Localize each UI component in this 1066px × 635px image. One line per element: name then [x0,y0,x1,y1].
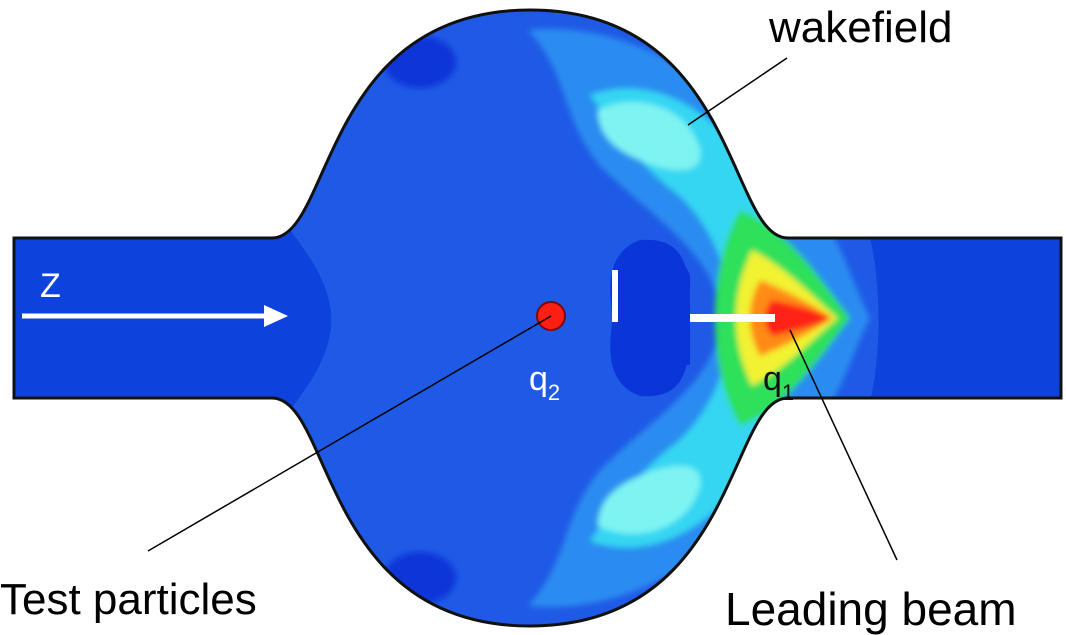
right-pipe-region [868,230,1061,410]
leading-beam-leader-line [789,329,898,561]
q1-base: q [763,360,782,398]
q2-subscript: 2 [548,380,560,405]
q2-label: q2 [529,360,560,405]
leading-beam-label: Leading beam [725,583,1017,635]
wakefield-leader-line [687,57,788,126]
cavity-outline [12,8,1063,628]
test-particles-label: Test particles [0,575,257,624]
left-pipe-region [14,230,332,410]
trailing-dark-pocket [610,239,690,397]
q2-base: q [529,360,548,398]
test-particles-leader-line [147,315,552,552]
z-axis-label: Z [40,267,61,305]
q1-label: q1 [763,360,794,405]
wakefield-label: wakefield [769,3,953,52]
z-axis-arrow [22,305,288,327]
beam-gap-mark [612,270,618,322]
corner-spot [384,36,456,88]
q1-subscript: 1 [782,380,794,405]
